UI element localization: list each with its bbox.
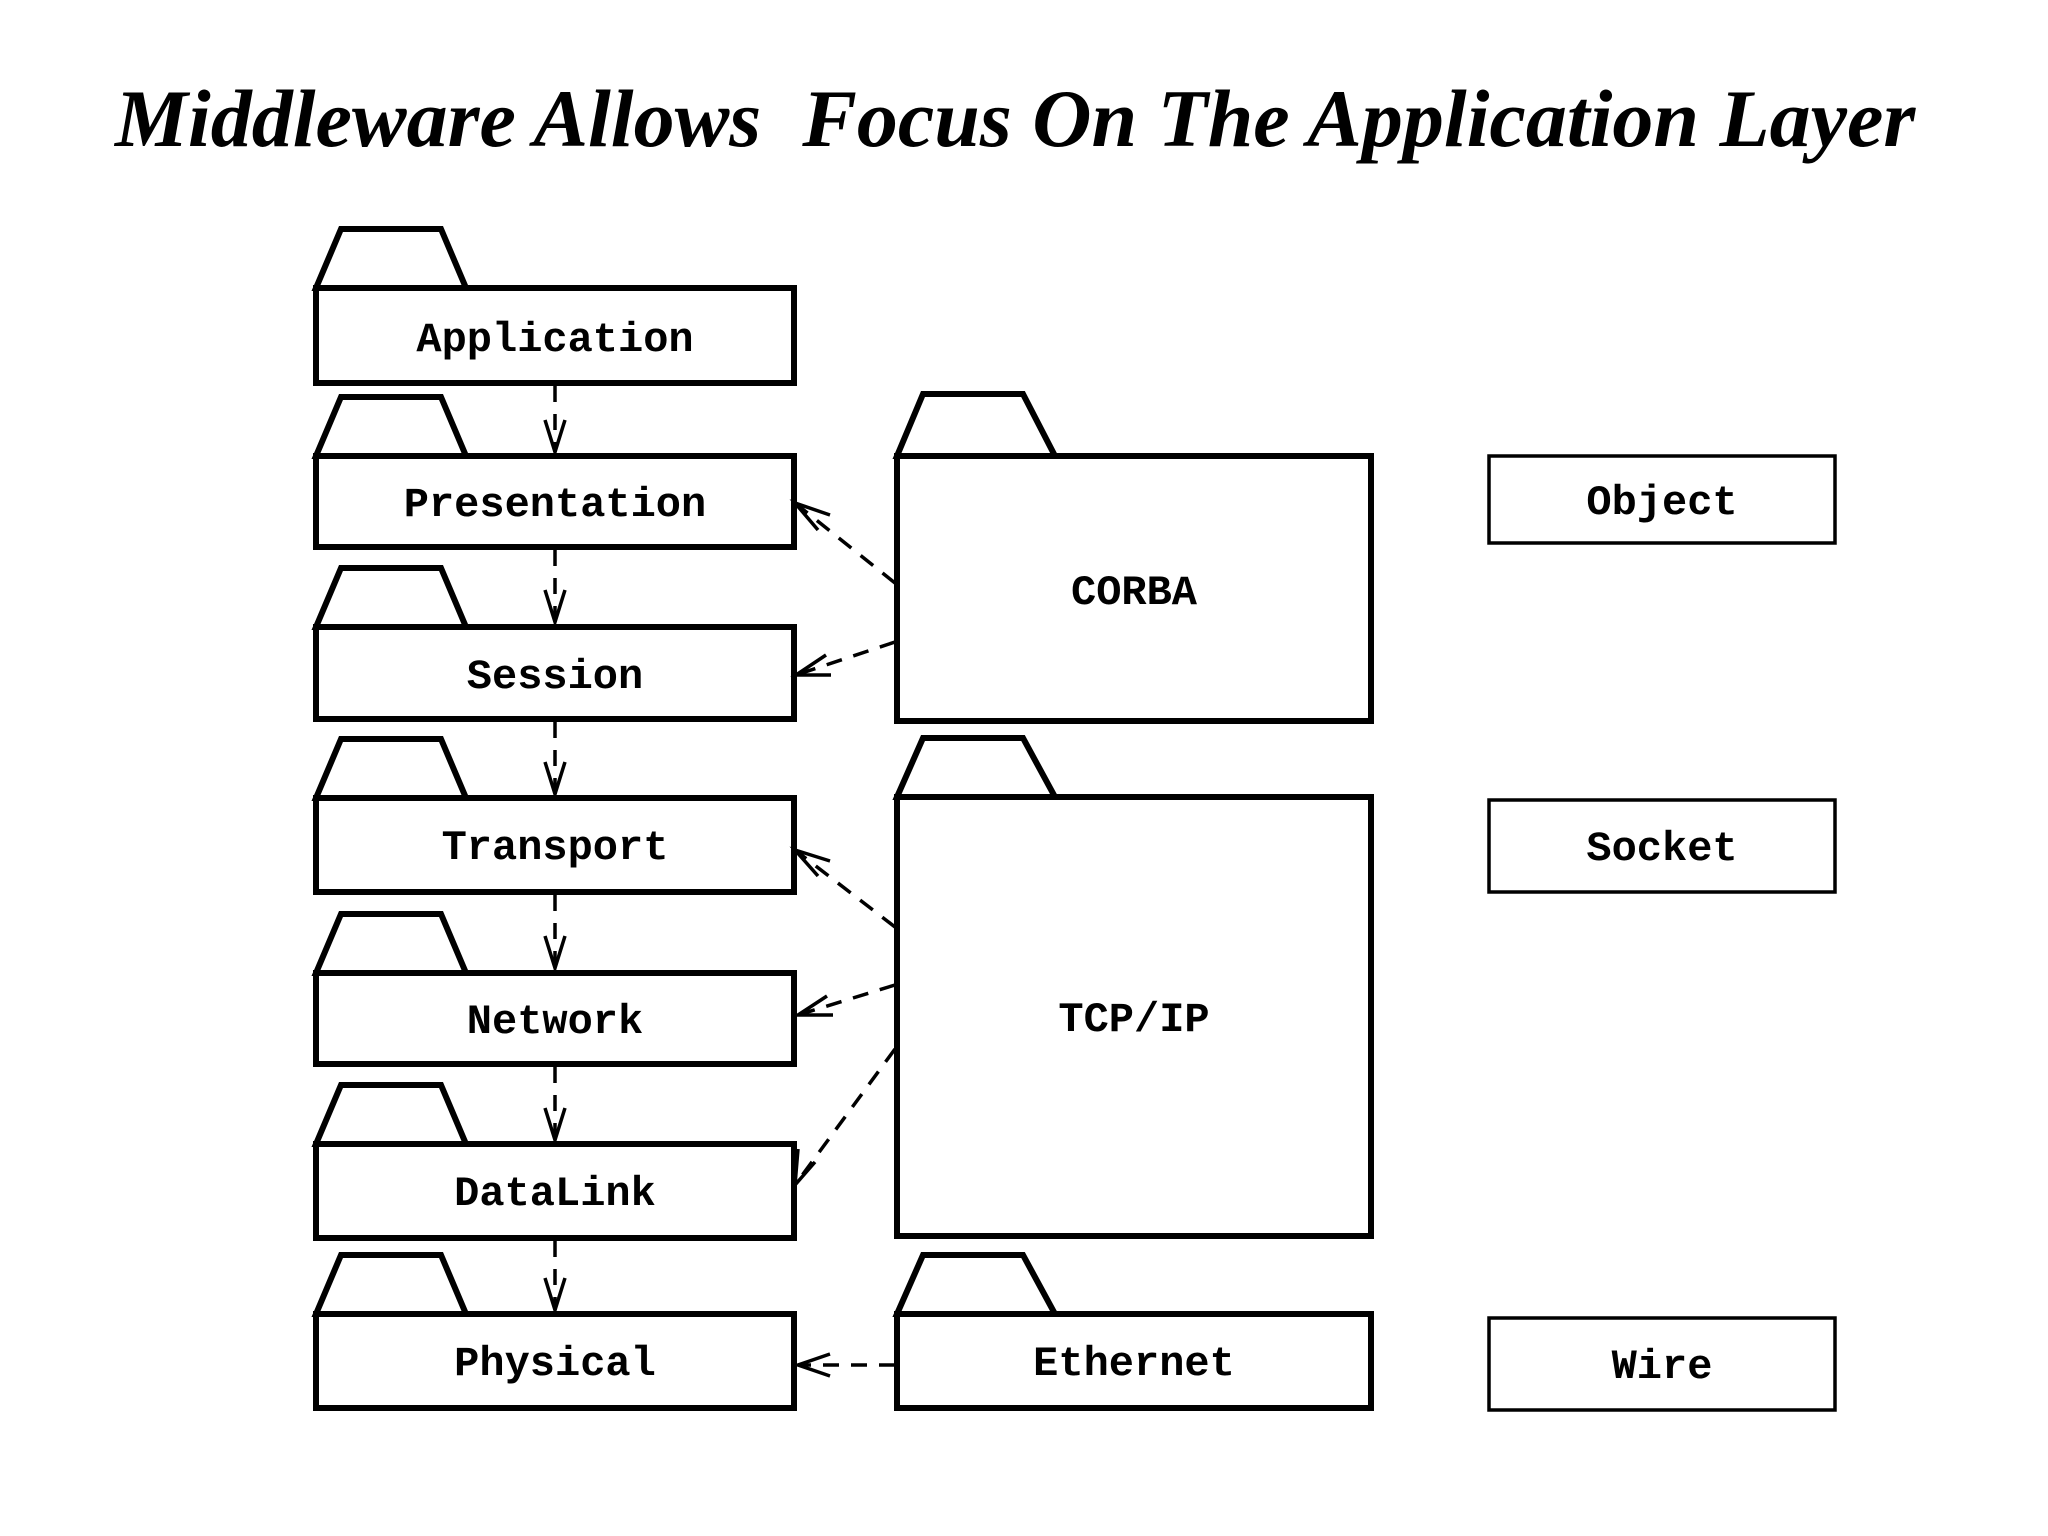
package-datalink: DataLink	[311, 1082, 797, 1241]
package-tab	[311, 1252, 471, 1317]
abstraction-label-wire: Wire	[1612, 1343, 1713, 1391]
package-tab	[311, 565, 471, 630]
abstraction-label-socket: Socket	[1586, 825, 1737, 873]
layer-label-session: Session	[467, 653, 643, 701]
package-tab	[311, 226, 471, 291]
package-network: Network	[311, 911, 797, 1067]
dependency-arrow	[790, 640, 896, 677]
package-application: Application	[311, 226, 797, 386]
abstraction-socket: Socket	[1487, 798, 1837, 894]
slide-title: Middleware Allows Focus On The Applicati…	[115, 73, 1916, 164]
dependency-arrow	[543, 1241, 567, 1316]
layer-label-transport: Transport	[442, 824, 669, 872]
dependency-arrow	[789, 499, 897, 585]
package-session: Session	[311, 565, 797, 722]
dependency-arrow	[543, 722, 567, 800]
package-physical: Physical	[311, 1252, 797, 1411]
dependency-arrow	[543, 1067, 567, 1146]
layer-label-presentation: Presentation	[404, 481, 706, 529]
package-tcpip: TCP/IP	[892, 735, 1374, 1239]
dependency-arrow	[543, 386, 567, 458]
dependency-arrow	[792, 1047, 897, 1191]
package-presentation: Presentation	[311, 394, 797, 550]
package-tab	[311, 1082, 471, 1147]
vertical-dependencies	[543, 386, 567, 1316]
layer-label-datalink: DataLink	[454, 1170, 656, 1218]
dependency-arrow	[543, 550, 567, 628]
dependency-arrow	[792, 1352, 895, 1378]
abstraction-object: Object	[1487, 454, 1837, 545]
abstraction-wire: Wire	[1487, 1316, 1837, 1412]
abstraction-label-object: Object	[1586, 479, 1737, 527]
package-tab	[892, 1252, 1061, 1317]
dependency-arrow	[543, 895, 567, 974]
middleware-dependencies	[789, 499, 897, 1378]
package-corba: CORBA	[892, 391, 1374, 724]
package-tab	[311, 911, 471, 976]
dependency-arrow	[792, 983, 896, 1017]
layer-label-physical: Physical	[454, 1340, 656, 1388]
package-ethernet: Ethernet	[892, 1252, 1374, 1411]
middleware-label-ethernet: Ethernet	[1033, 1340, 1235, 1388]
dependency-arrow	[789, 846, 897, 929]
package-tab	[892, 735, 1061, 800]
package-tab	[311, 736, 471, 801]
layer-label-application: Application	[416, 316, 693, 364]
layer-label-network: Network	[467, 998, 643, 1046]
middleware-label-corba: CORBA	[1071, 569, 1198, 617]
middleware-label-tcpip: TCP/IP	[1058, 996, 1209, 1044]
package-tab	[892, 391, 1060, 459]
package-tab	[311, 394, 471, 459]
package-transport: Transport	[311, 736, 797, 895]
